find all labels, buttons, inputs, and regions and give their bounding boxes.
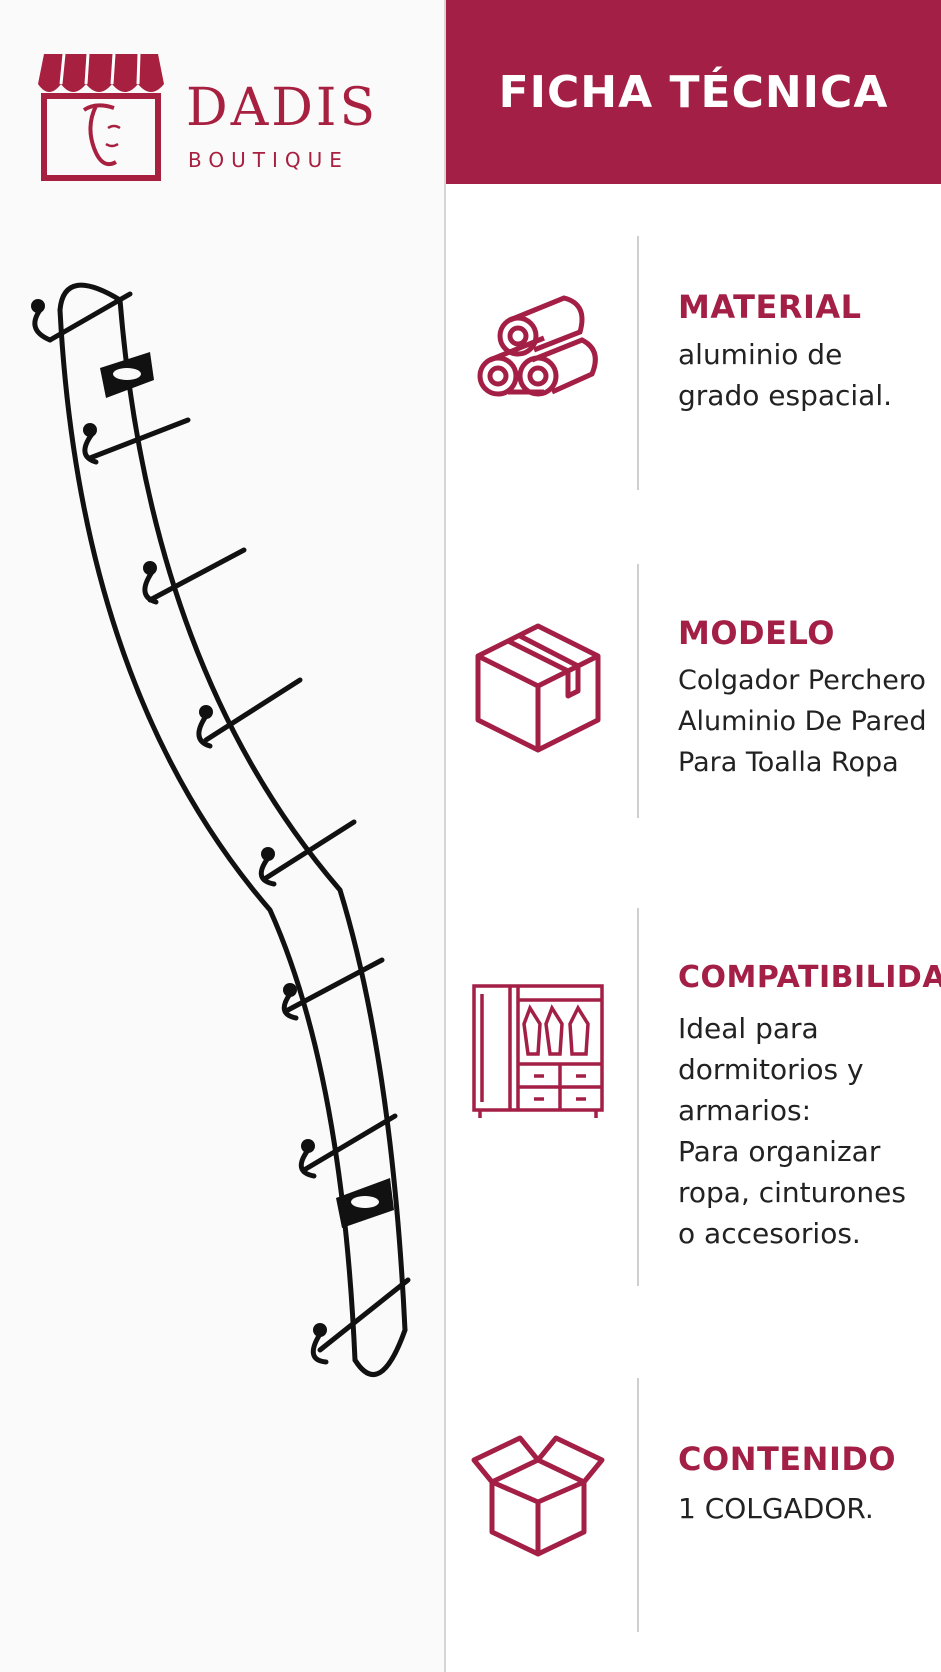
section-text: Ideal para dormitorios y armarios: Para … [678, 1012, 906, 1250]
section-label: MODELO [678, 614, 835, 652]
product-panel: DADIS BOUTIQUE [0, 0, 445, 1672]
section-rule [637, 1378, 639, 1632]
brand-logo [36, 44, 406, 184]
storefront-logo-icon [38, 53, 164, 181]
section-rule [637, 908, 639, 1286]
section-text: aluminio de grado espacial. [678, 338, 893, 412]
section-label: COMPATIBILIDAD [678, 960, 941, 995]
wardrobe-icon [472, 984, 604, 1118]
section-label: MATERIAL [678, 288, 862, 326]
spec-header: FICHA TÉCNICA [446, 0, 941, 184]
open-box-icon [471, 1435, 605, 1557]
section-text: 1 COLGADOR. [678, 1492, 874, 1525]
spec-section-material: MATERIAL aluminio de grado espacial. [446, 184, 941, 524]
section-label: CONTENIDO [678, 1440, 897, 1478]
spec-title: FICHA TÉCNICA [498, 66, 889, 118]
panel-divider [444, 0, 446, 1672]
section-rule [637, 236, 639, 490]
coat-rack-image [31, 282, 411, 1377]
brand-subtitle: BOUTIQUE [188, 148, 349, 172]
pipes-icon [477, 295, 598, 397]
spec-section-contenido: CONTENIDO 1 COLGADOR. [446, 1332, 941, 1672]
spec-section-modelo: MODELO Colgador Perchero Aluminio De Par… [446, 522, 941, 864]
section-text: Colgador Perchero Aluminio De Pared Para… [678, 665, 927, 778]
spec-section-compatibilidad: COMPATIBILIDAD Ideal para dormitorios y … [446, 862, 941, 1334]
box-icon [475, 623, 601, 753]
section-rule [637, 564, 639, 818]
brand-name: DADIS [186, 78, 379, 138]
